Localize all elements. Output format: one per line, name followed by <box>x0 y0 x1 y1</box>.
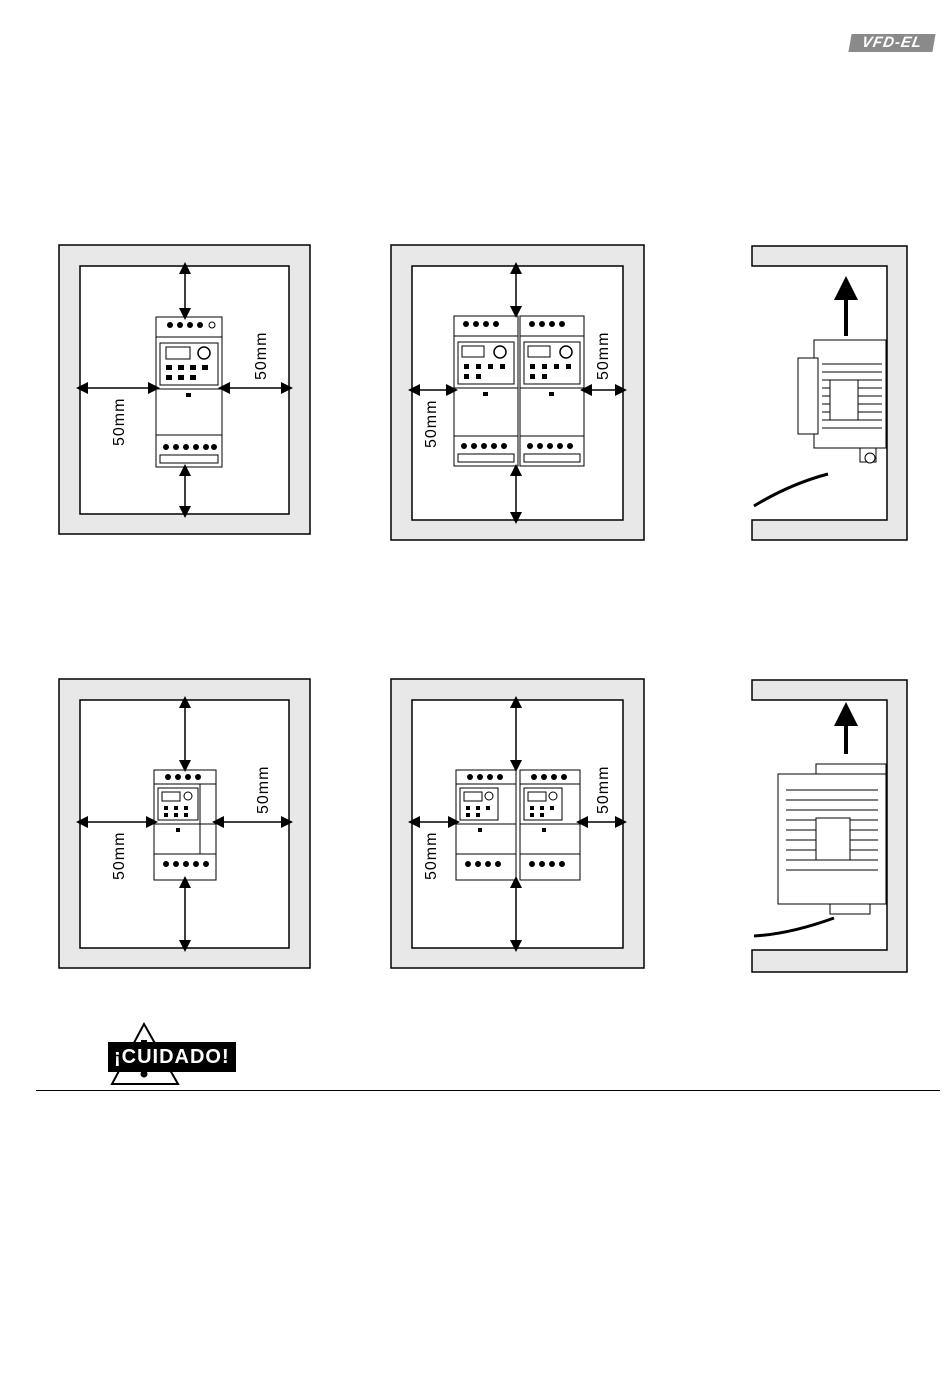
airflow-curve <box>754 918 834 936</box>
drive-unit-right <box>520 316 584 466</box>
clearance-figure-side-view <box>750 244 910 542</box>
drive-unit-left <box>454 316 518 466</box>
drive-side-profile <box>778 764 886 914</box>
clearance-label-right: 50mm <box>595 766 612 814</box>
clearance-label-left: 50mm <box>423 832 440 880</box>
clearance-label-left: 50mm <box>111 832 128 880</box>
drive-unit <box>156 317 222 467</box>
divider <box>36 1090 940 1091</box>
clearance-figure-single-front: 50mm 50mm <box>58 244 312 536</box>
clearance-figure-side-by-side-front-2: 50mm 50mm <box>390 678 646 970</box>
clearance-label-right: 50mm <box>253 332 270 380</box>
clearance-label-right: 50mm <box>255 766 272 814</box>
drive-unit-right <box>520 770 580 880</box>
drive-unit <box>154 770 216 880</box>
drive-unit-left <box>456 770 516 880</box>
drive-side-profile <box>798 340 886 463</box>
clearance-label-right: 50mm <box>595 332 612 380</box>
clearance-label-left: 50mm <box>111 398 128 446</box>
clearance-figure-single-front-2: 50mm 50mm <box>58 678 312 970</box>
cabinet-interior <box>412 700 623 948</box>
clearance-figure-side-view-2 <box>750 678 910 974</box>
clearance-figure-side-by-side-front: 50mm 50mm <box>390 244 646 542</box>
caution-label: ¡CUIDADO! <box>108 1042 236 1072</box>
clearance-label-left: 50mm <box>423 400 440 448</box>
brand-logo: VFD-EL <box>848 34 935 52</box>
airflow-curve <box>754 474 828 506</box>
